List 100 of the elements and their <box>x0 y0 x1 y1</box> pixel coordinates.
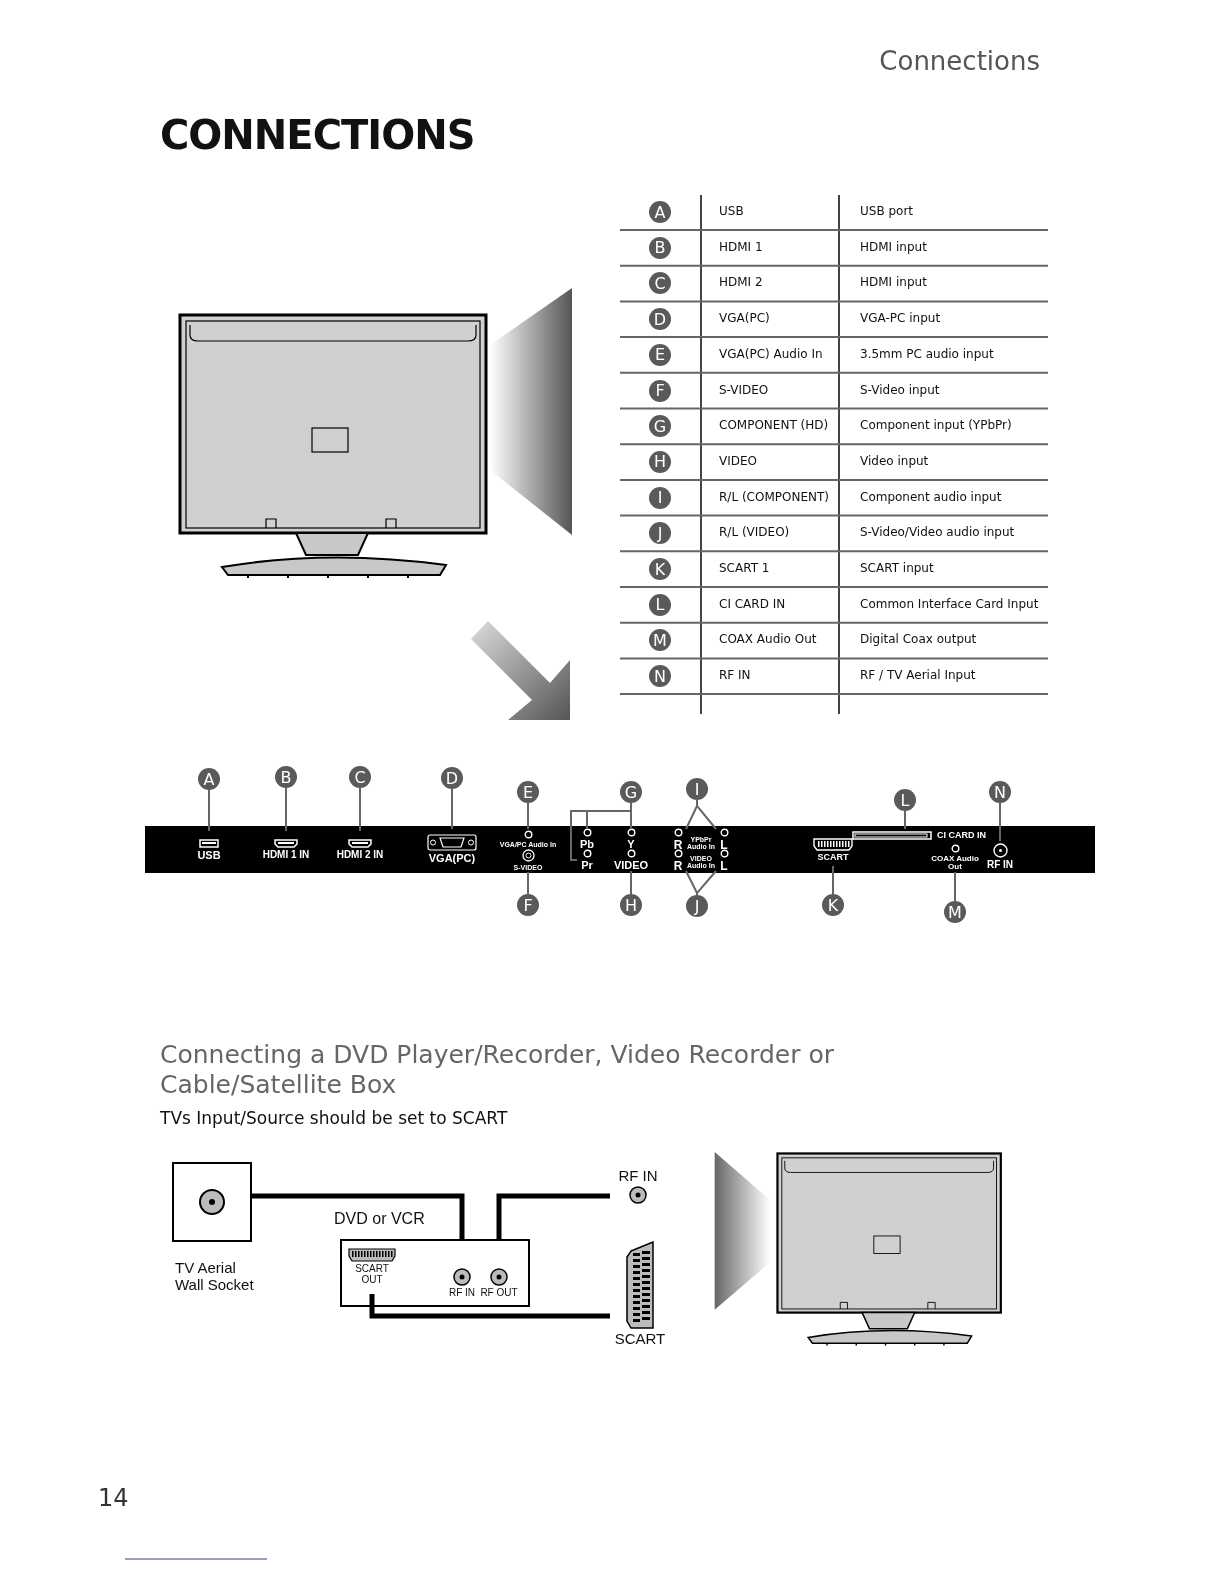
table-cell: VGA(PC) <box>719 311 770 326</box>
port-label: Pb <box>579 839 595 851</box>
instruction-note: TVs Input/Source should be set to SCART <box>160 1108 508 1129</box>
leader-line <box>630 870 632 895</box>
leader-line <box>954 871 956 902</box>
leader-line <box>451 788 453 830</box>
callout-letter: J <box>686 895 708 917</box>
callout-letter: B <box>275 766 297 788</box>
table-cell: RF / TV Aerial Input <box>860 668 976 683</box>
callout-letter: L <box>649 593 671 616</box>
table-cell: Component input (YPbPr) <box>860 418 1012 433</box>
leader-line <box>630 802 632 830</box>
callout-letter: D <box>649 308 671 331</box>
table-cell: R/L (COMPONENT) <box>719 489 829 504</box>
port-label: Pr <box>581 860 593 872</box>
table-cell: HDMI input <box>860 239 927 254</box>
port-label: SCART <box>817 852 849 863</box>
table-cell: HDMI input <box>860 275 927 290</box>
leader-line <box>904 810 906 830</box>
table-cell: S-Video input <box>860 382 940 397</box>
cable-line <box>496 1193 610 1240</box>
table-cell: Digital Coax output <box>860 632 977 647</box>
port-label: RF OUT <box>480 1287 518 1298</box>
table-cell: SCART 1 <box>719 561 770 575</box>
connector-panel <box>145 826 1095 873</box>
table-cell: CI CARD IN <box>719 596 786 611</box>
table-cell: Component audio input <box>860 489 1002 504</box>
port-label: Y <box>627 839 635 851</box>
callout-letter: F <box>517 894 539 916</box>
table-cell: VGA(PC) Audio In <box>719 346 823 361</box>
table-cell: COMPONENT (HD) <box>719 418 829 433</box>
port-label: R <box>673 838 683 852</box>
callout-letter: L <box>894 789 916 811</box>
callout-letter: M <box>649 629 671 652</box>
callout-letter: C <box>649 272 671 295</box>
device-label: DVD or VCR <box>334 1210 425 1228</box>
table-cell: R/L (VIDEO) <box>719 525 790 540</box>
callout-letter: A <box>198 768 220 790</box>
callout-letter: H <box>649 450 671 473</box>
table-cell: HDMI 1 <box>719 239 763 254</box>
port-label: VIDEO <box>613 860 649 872</box>
callout-letter: C <box>349 766 371 788</box>
socket-caption: TV Aerial Wall Socket <box>175 1260 255 1293</box>
port-label: L <box>720 859 728 873</box>
callout-letter: A <box>649 201 671 223</box>
callout-letter: F <box>649 379 671 402</box>
callout-letter: I <box>649 486 671 509</box>
page-title: CONNECTIONS <box>160 112 475 158</box>
port-label: USB <box>197 849 221 862</box>
table-cell: COAX Audio Out <box>719 632 817 647</box>
callout-letter: B <box>649 236 671 259</box>
port-label: VGA(PC) <box>428 852 476 865</box>
section-header: Connections <box>879 46 1040 78</box>
leader-line <box>999 802 1001 842</box>
table-cell: S-VIDEO <box>719 382 769 397</box>
callout-letter: K <box>649 558 671 580</box>
port-label: CI CARD IN <box>937 830 986 841</box>
callout-letter: E <box>517 781 539 803</box>
section-heading: Connecting a DVD Player/Recorder, Video Recorder or Cable/Satellite Box <box>160 1040 836 1100</box>
callout-letter: H <box>620 894 642 916</box>
table-cell: SCART input <box>860 561 934 575</box>
callout-letter: D <box>441 767 463 789</box>
leader-line <box>527 871 529 895</box>
port-label: HDMI 1 IN <box>262 850 310 861</box>
port-label: COAX Audio Out <box>930 854 980 872</box>
table-cell: S-Video/Video audio input <box>860 525 1015 540</box>
leader-line <box>696 870 717 896</box>
callout-letter: N <box>989 781 1011 803</box>
callout-letter: G <box>649 415 671 438</box>
port-label: SCART <box>614 1331 666 1347</box>
port-label: RF IN <box>986 859 1014 871</box>
port-label: SCART OUT <box>354 1264 390 1285</box>
callout-letter: K <box>822 894 844 916</box>
port-label: L <box>720 838 728 852</box>
table-cell: VGA-PC input <box>860 311 941 326</box>
table-cell: USB <box>719 204 744 218</box>
port-label: RF IN <box>448 1287 476 1298</box>
table-cell: RF IN <box>719 668 751 683</box>
leader-line <box>359 787 361 832</box>
leader-line <box>832 865 834 895</box>
callout-letter: G <box>620 781 642 803</box>
leader-line <box>285 787 287 832</box>
table-cell: VIDEO <box>719 453 757 468</box>
callout-letter: J <box>649 522 671 545</box>
table-cell: Common Interface Card Input <box>860 596 1039 611</box>
callout-letter: M <box>944 901 966 923</box>
cable-line <box>369 1294 610 1319</box>
leader-line <box>527 802 529 830</box>
table-cell: HDMI 2 <box>719 275 763 290</box>
port-label: RF IN <box>618 1168 658 1184</box>
leader-line <box>208 789 210 832</box>
table-cell: USB port <box>860 204 914 218</box>
callout-letter: I <box>686 778 708 800</box>
leader-line <box>696 799 717 830</box>
table-cell: 3.5mm PC audio input <box>860 346 994 361</box>
port-label: R <box>673 859 683 873</box>
cable-line <box>252 1193 465 1240</box>
callout-letter: E <box>649 343 671 366</box>
table-cell: Video input <box>860 453 929 468</box>
port-label: HDMI 2 IN <box>336 850 384 861</box>
